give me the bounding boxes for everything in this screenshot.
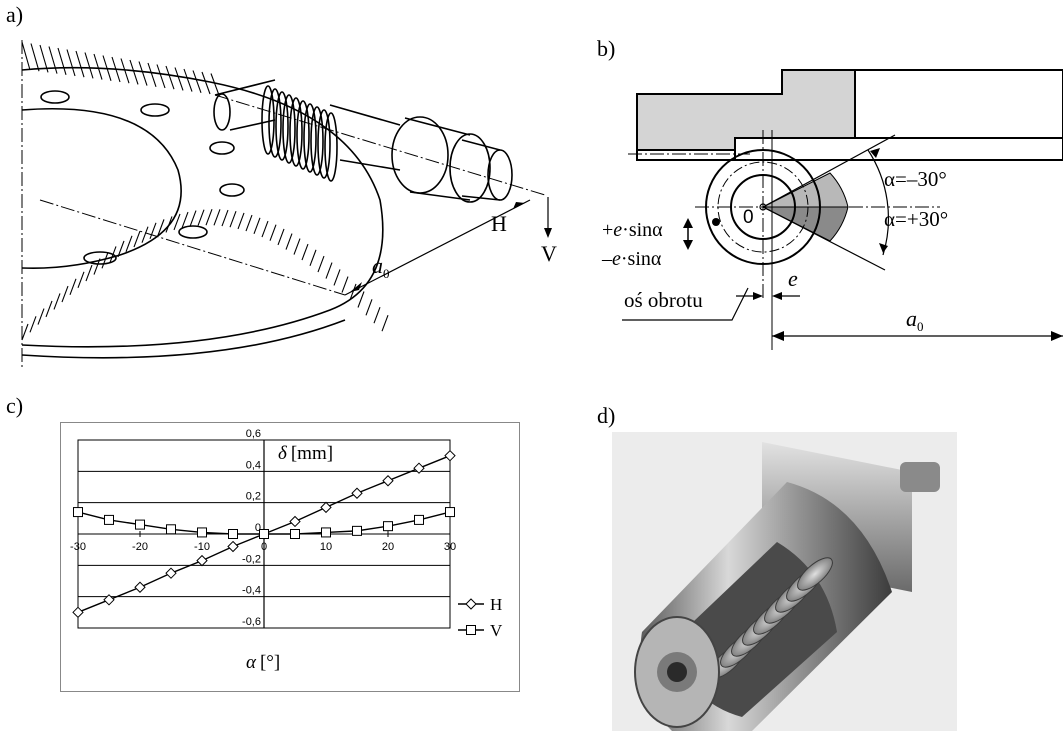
data-point-H (227, 540, 239, 553)
bolt-hole (40, 90, 70, 104)
data-point-H (134, 581, 146, 593)
alpha-minus-label: α=–30° (884, 167, 947, 191)
data-point-H (444, 449, 456, 462)
data-point-H (103, 594, 115, 606)
chart-ylabel: δ[mm] (278, 443, 333, 464)
shaft-collar (391, 116, 449, 194)
panel-b-label: b) (597, 36, 616, 61)
y-tick-label: -0,2 (242, 553, 261, 565)
gear-drawing: H V a0 (21, 40, 557, 370)
data-point-H (196, 554, 208, 567)
alpha-plus-label: α=+30° (884, 207, 948, 231)
plus-e-sin-label: +e·sinα (602, 219, 663, 241)
legend-marker-V (466, 625, 476, 635)
data-point-H (289, 515, 301, 528)
data-point-V (197, 527, 207, 538)
housing-right (854, 69, 1063, 139)
gear-rim-lower (21, 319, 346, 359)
x-tick-label: -10 (194, 541, 210, 553)
data-point-H (351, 487, 363, 499)
a0-label-b: a0 (906, 306, 924, 334)
y-tick-label: 0,6 (246, 428, 261, 440)
data-point-V (290, 529, 300, 539)
data-point-V (259, 529, 269, 539)
a0-label-a: a0 (372, 253, 390, 281)
data-point-H (382, 475, 394, 487)
minus-e-sin-label: –e·sinα (601, 248, 662, 270)
alpha-arc (867, 149, 890, 256)
data-point-V (414, 514, 424, 525)
y-tick-label: -0,6 (242, 616, 261, 628)
data-point-H (320, 501, 332, 514)
bolt-hole (209, 141, 235, 155)
data-point-V (135, 519, 145, 530)
bolt-hole (219, 183, 245, 197)
data-point-V (352, 525, 362, 536)
bushing-photo (612, 432, 957, 731)
h-direction-label: H (491, 211, 507, 236)
panel-d-label: d) (597, 403, 616, 428)
data-point-H (72, 606, 84, 619)
legend-label-H: H (490, 595, 502, 614)
data-point-V (104, 514, 114, 525)
legend-label-V: V (490, 621, 503, 640)
x-tick-label: 0 (261, 541, 267, 553)
bolt-hole (83, 251, 117, 265)
data-point-V (166, 524, 176, 535)
x-tick-label: 30 (444, 541, 456, 553)
gear-teeth (21, 41, 389, 341)
y-tick-label: 0,2 (246, 491, 261, 503)
panel-a-label: a) (6, 2, 24, 27)
bolt-hole (140, 103, 170, 117)
worm-shaft (214, 79, 276, 131)
chart-frame (60, 422, 520, 692)
bolt-hole (178, 225, 208, 239)
y-tick-label: 0,4 (246, 459, 261, 471)
v-direction-label: V (541, 241, 557, 266)
housing-rail (734, 137, 1063, 161)
data-point-V (321, 527, 331, 538)
x-tick-label: 20 (382, 541, 394, 553)
data-point-V (383, 521, 393, 532)
data-point-H (413, 462, 425, 474)
legend-marker-H (465, 598, 477, 610)
eccentric-pin (712, 218, 720, 226)
data-point-V (73, 507, 83, 518)
worm-threads (261, 85, 338, 182)
data-point-H (165, 567, 177, 579)
eccentric-schematic: α=–30° α=+30° 0 +e·sinα –e·sinα oś obrot… (601, 69, 1063, 350)
gear-bore (21, 107, 182, 270)
axis-of-rotation-label: oś obrotu (624, 288, 703, 312)
x-tick-label: 10 (320, 541, 332, 553)
gear-rim (21, 66, 384, 348)
panel-c-label: c) (6, 393, 24, 418)
x-tick-label: -30 (70, 541, 86, 553)
y-tick-label: 0 (255, 522, 261, 534)
center-o-label: 0 (743, 207, 754, 228)
y-tick-label: -0,4 (242, 585, 261, 597)
data-point-V (228, 529, 238, 539)
x-tick-label: -20 (132, 541, 148, 553)
chart-xlabel: α[°] (246, 652, 280, 673)
e-label: e (788, 266, 798, 291)
data-point-V (445, 507, 455, 518)
